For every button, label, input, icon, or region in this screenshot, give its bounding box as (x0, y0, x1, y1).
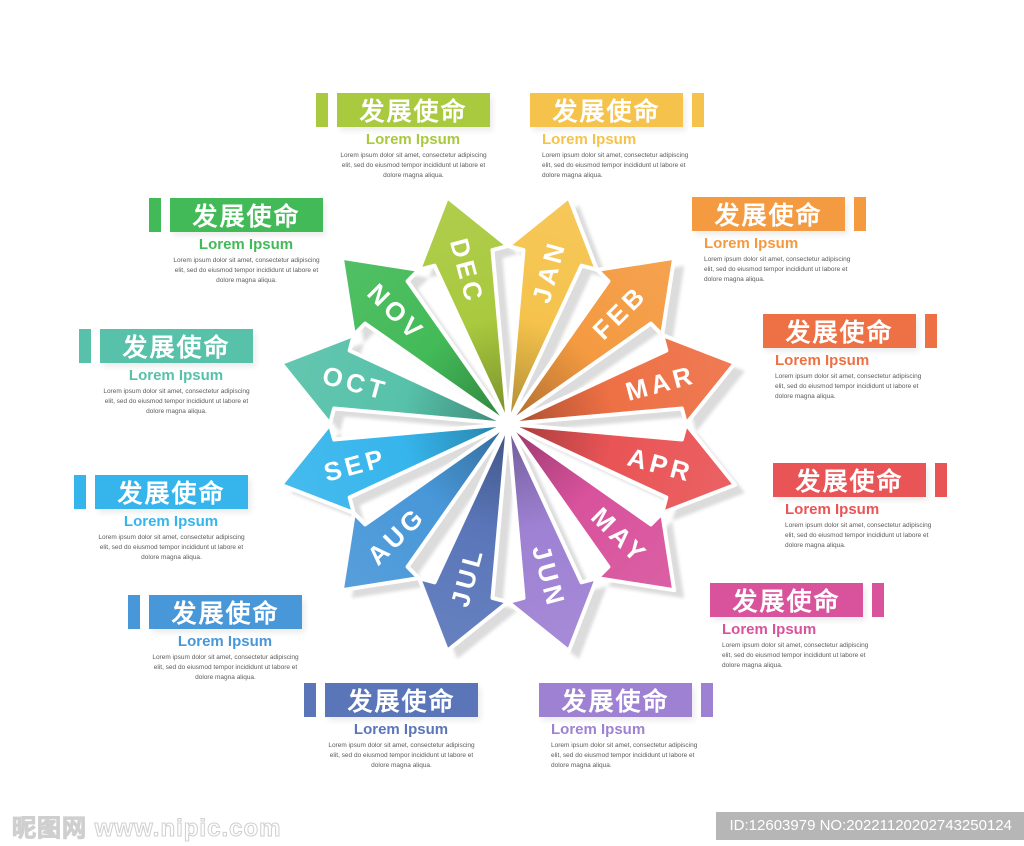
banner-title: 发展使命 (773, 463, 926, 497)
arrow-shape (279, 333, 510, 426)
accent-bar (149, 198, 161, 232)
subtitle: Lorem Ipsum (551, 721, 646, 738)
subtitle: Lorem Ipsum (775, 352, 870, 369)
subtitle: Lorem Ipsum (365, 131, 461, 148)
banner-title: 发展使命 (692, 197, 845, 231)
accent-bar (316, 93, 328, 127)
description: Lorem ipsum dolor sit amet, consectetur … (542, 152, 689, 180)
description: Lorem ipsum dolor sit amet, consectetur … (98, 534, 245, 562)
arrow-shape (417, 195, 510, 426)
description: Lorem ipsum dolor sit amet, consectetur … (722, 642, 869, 670)
accent-bar (692, 93, 704, 127)
subtitle: Lorem Ipsum (785, 501, 880, 518)
description: Lorem ipsum dolor sit amet, consectetur … (340, 152, 487, 180)
month-arrow-oct: OCT (279, 333, 510, 426)
month-arrow-dec: DEC (417, 195, 510, 426)
description: Lorem ipsum dolor sit amet, consectetur … (704, 256, 851, 284)
subtitle: Lorem Ipsum (353, 721, 449, 738)
subtitle: Lorem Ipsum (198, 236, 294, 253)
arrow-shape (506, 422, 737, 515)
banner-title: 发展使命 (539, 683, 692, 717)
accent-bar (925, 314, 937, 348)
subtitle: Lorem Ipsum (128, 367, 224, 384)
arrow-shape (339, 422, 511, 593)
subtitle: Lorem Ipsum (177, 633, 273, 650)
arrow-shape (506, 195, 599, 426)
banner-title: 发展使命 (95, 475, 248, 509)
banner-title: 发展使命 (710, 583, 863, 617)
banner-title: 发展使命 (530, 93, 683, 127)
arrow-shape (506, 422, 599, 653)
accent-bar (79, 329, 91, 363)
accent-bar (701, 683, 713, 717)
description: Lorem ipsum dolor sit amet, consectetur … (173, 257, 320, 285)
accent-bar (872, 583, 884, 617)
subtitle: Lorem Ipsum (704, 235, 799, 252)
month-arrow-jan: JAN (506, 195, 599, 426)
arrow-shape (506, 333, 737, 426)
banner-title: 发展使命 (149, 595, 302, 629)
month-arrow-jun: JUN (506, 422, 599, 653)
accent-bar (74, 475, 86, 509)
subtitle: Lorem Ipsum (722, 621, 817, 638)
description: Lorem ipsum dolor sit amet, consectetur … (775, 373, 922, 401)
arrow-shape (339, 255, 510, 426)
banner-title: 发展使命 (100, 329, 253, 363)
arrow-shape (506, 422, 677, 593)
accent-bar (128, 595, 140, 629)
image-id-badge: ID:12603979 NO:20221120202743250124 (715, 812, 1024, 840)
description: Lorem ipsum dolor sit amet, consectetur … (328, 742, 475, 770)
site-watermark: 昵图网 www.nipic.com (11, 815, 282, 843)
month-arrow-sep: SEP (279, 422, 510, 515)
description: Lorem ipsum dolor sit amet, consectetur … (551, 742, 698, 770)
banner-title: 发展使命 (170, 198, 323, 232)
arrow-shape (279, 422, 510, 515)
banner-title: 发展使命 (337, 93, 490, 127)
accent-bar (304, 683, 316, 717)
month-arrow-jul: JUL (417, 422, 510, 653)
description: Lorem ipsum dolor sit amet, consectetur … (103, 388, 250, 416)
subtitle: Lorem Ipsum (542, 131, 637, 148)
month-arrow-mar: MAR (506, 333, 737, 426)
accent-bar (854, 197, 866, 231)
banner-title: 发展使命 (325, 683, 478, 717)
subtitle: Lorem Ipsum (123, 513, 219, 530)
month-arrow-apr: APR (506, 422, 737, 515)
description: Lorem ipsum dolor sit amet, consectetur … (785, 522, 932, 550)
description: Lorem ipsum dolor sit amet, consectetur … (152, 654, 299, 682)
accent-bar (935, 463, 947, 497)
arrow-shape (417, 422, 510, 653)
banner-title: 发展使命 (763, 314, 916, 348)
arrow-shape (506, 255, 677, 426)
